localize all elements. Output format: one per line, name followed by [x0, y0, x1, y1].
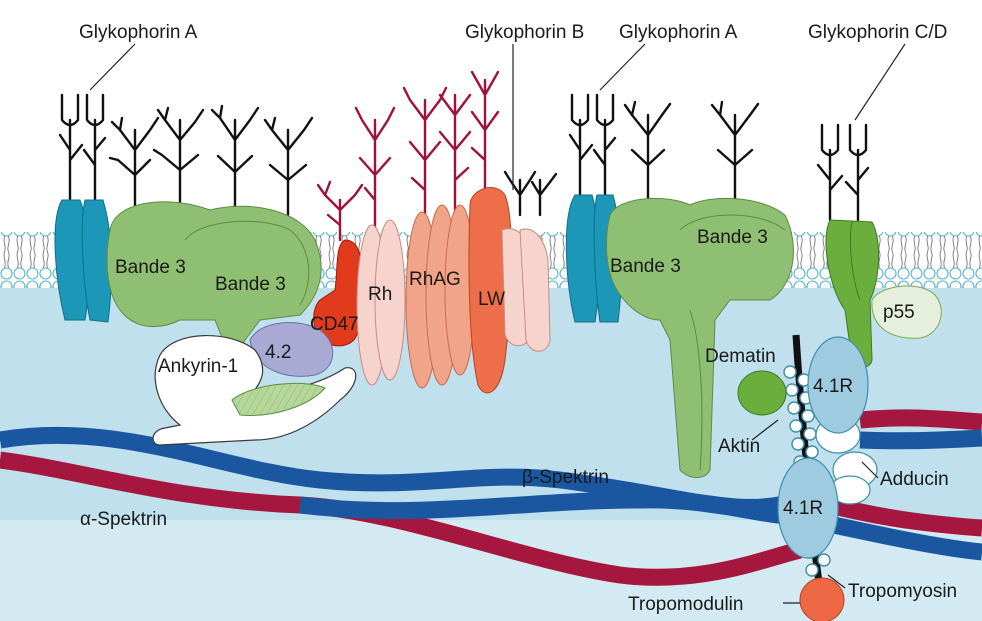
glykophorin-b — [502, 229, 550, 352]
label-bande3-4: Bande 3 — [697, 227, 768, 248]
glykophorin-a-left — [55, 200, 112, 322]
label-aktin: Aktin — [718, 436, 760, 457]
label-lw: LW — [478, 289, 505, 310]
label-4-1r-bottom: 4.1R — [783, 498, 823, 519]
tropomodulin — [800, 578, 844, 621]
label-glykophorin-a-right: Glykophorin A — [619, 22, 738, 43]
label-bande3-3: Bande 3 — [610, 256, 681, 277]
label-tropomodulin: Tropomodulin — [628, 594, 743, 615]
label-glykophorin-a-left: Glykophorin A — [79, 22, 198, 43]
label-4-1r-top: 4.1R — [813, 376, 853, 397]
label-bande3-1: Bande 3 — [115, 257, 186, 278]
label-glykophorin-cd: Glykophorin C/D — [808, 22, 947, 43]
label-rh: Rh — [368, 284, 392, 305]
label-dematin: Dematin — [705, 346, 776, 367]
label-rhag: RhAG — [409, 269, 461, 290]
label-ankyrin: Ankyrin-1 — [158, 356, 238, 377]
label-protein-4-2: 4.2 — [265, 342, 291, 363]
label-alpha-spektrin: α-Spektrin — [80, 509, 167, 530]
label-bande3-2: Bande 3 — [215, 274, 286, 295]
label-glykophorin-b: Glykophorin B — [465, 22, 584, 43]
rhag-protein — [406, 205, 475, 388]
label-adducin: Adducin — [880, 469, 949, 490]
label-beta-spektrin: β-Spektrin — [522, 467, 609, 488]
label-p55: p55 — [883, 302, 915, 323]
label-cd47: CD47 — [310, 314, 359, 335]
label-tropomyosin: Tropomyosin — [848, 581, 957, 602]
dematin — [738, 371, 786, 415]
